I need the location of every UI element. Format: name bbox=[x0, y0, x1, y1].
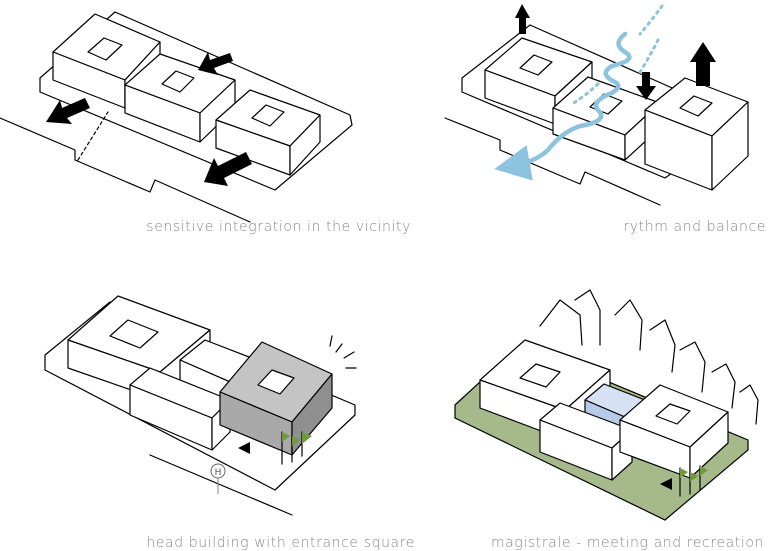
building-block-head bbox=[619, 384, 729, 479]
arrow-icon bbox=[46, 98, 90, 124]
emphasis-mark-icon bbox=[329, 335, 357, 369]
arrow-down-icon bbox=[636, 72, 656, 100]
flags-icon bbox=[281, 431, 312, 465]
arrow-up-icon bbox=[515, 4, 530, 34]
panel-rythm-and-balance bbox=[444, 4, 749, 206]
wind-flow-icon bbox=[494, 31, 632, 181]
site-boundary-line bbox=[444, 117, 661, 206]
panel-sensitive-integration bbox=[0, 11, 353, 223]
helipad-letter: H bbox=[215, 468, 222, 478]
caption-panel-3: head building with entrance square bbox=[146, 535, 415, 551]
panel-head-building: H bbox=[44, 295, 357, 516]
arrow-icon bbox=[204, 152, 252, 186]
site-boundary-line bbox=[0, 117, 251, 223]
helipad-icon: H bbox=[210, 463, 226, 494]
dashed-axis-line bbox=[77, 111, 109, 161]
building-block-3 bbox=[644, 77, 749, 191]
ground-line bbox=[149, 454, 293, 516]
entrance-marker-icon bbox=[660, 478, 672, 490]
trees-icon bbox=[539, 289, 759, 425]
arrow-up-icon bbox=[690, 42, 716, 86]
caption-panel-1: sensitive integration in the vicinity bbox=[146, 219, 411, 235]
head-building bbox=[219, 341, 333, 456]
wind-trail-icon bbox=[638, 38, 660, 74]
entrance-marker-icon bbox=[238, 442, 250, 454]
flags-icon bbox=[679, 465, 708, 497]
building-block-2 bbox=[124, 53, 236, 143]
wind-trail-icon bbox=[570, 82, 600, 106]
building-block-3 bbox=[215, 89, 321, 176]
arrow-icon bbox=[198, 52, 233, 75]
building-block-front bbox=[539, 402, 633, 481]
wind-trail-icon bbox=[638, 4, 664, 36]
panel-magistrale bbox=[454, 289, 759, 521]
caption-panel-4: magistrale - meeting and recreation bbox=[490, 535, 764, 551]
caption-panel-2: rythm and balance bbox=[623, 219, 766, 235]
building-block-1 bbox=[52, 13, 161, 109]
